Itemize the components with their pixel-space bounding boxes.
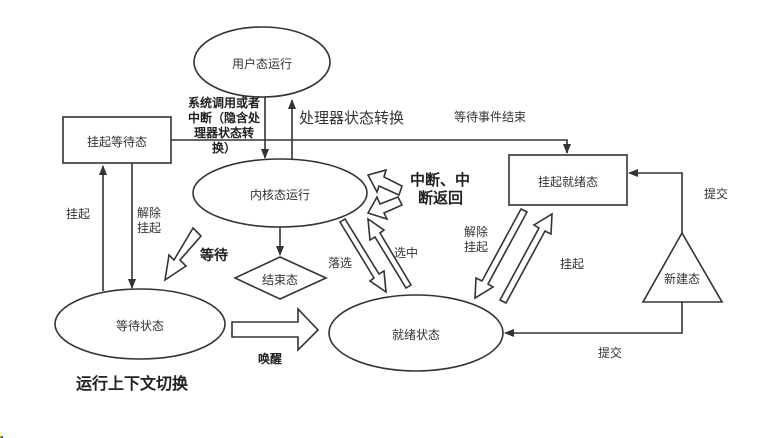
node-new — [641, 231, 724, 303]
edge-resume-left-label-line: 解除 — [137, 206, 162, 220]
node-user-mode — [193, 26, 331, 98]
edge-drop-arrow — [338, 217, 387, 294]
edge-interrupt-label-line: 断返回 — [418, 189, 464, 207]
edge-syscall-label-line: 理器状态转 — [193, 126, 254, 140]
edge-suspend-right-label: 挂起 — [560, 257, 585, 271]
edge-submit-top — [628, 169, 683, 233]
edge-wait-arrow — [163, 226, 203, 282]
edge-syscall-label-line: 中断（隐含处 — [187, 111, 260, 125]
diagram-title: 运行上下文切换 — [76, 374, 189, 393]
edge-wait-label: 等待 — [200, 248, 228, 264]
node-waiting — [54, 288, 226, 360]
node-suspended-ready — [508, 154, 628, 206]
edge-wakeup-label: 唤醒 — [258, 352, 283, 366]
node-suspended-ready-label: 挂起就绪态 — [537, 175, 598, 189]
edge-submit-bottom — [504, 302, 683, 337]
edge-suspend-left-label: 挂起 — [66, 207, 91, 221]
node-new-label: 新建态 — [663, 272, 700, 286]
edge-resume-right-arrow — [474, 207, 529, 300]
edge-submit-bottom-label: 提交 — [598, 346, 623, 360]
node-terminated-label: 结束态 — [261, 273, 298, 287]
node-waiting-label: 等待状态 — [115, 319, 164, 333]
node-kernel-mode-label: 内核态运行 — [249, 188, 310, 202]
edge-syscall-label: 系统调用或者 中断（隐含处 理器状态转 换） — [180, 96, 268, 156]
edge-resume-right-label: 解除 挂起 — [464, 225, 488, 255]
node-suspended-wait — [62, 116, 172, 164]
edge-resume-right-label-line: 挂起 — [464, 240, 489, 254]
edge-syscall-label-line: 换） — [211, 141, 236, 155]
edge-resume-left-label: 解除 挂起 — [137, 206, 161, 236]
edge-wait-event-end-label: 等待事件结束 — [454, 110, 527, 124]
node-suspended-wait-label: 挂起等待态 — [86, 135, 147, 149]
edge-syscall-label-line: 系统调用或者 — [187, 96, 260, 110]
node-terminated — [233, 256, 328, 300]
corner-artifact — [0, 436, 3, 438]
edge-processor-switch-label: 处理器状态转换 — [299, 109, 405, 127]
edge-resume-right-label-line: 解除 — [464, 225, 489, 239]
edge-interrupt-label-line: 中断、中 — [410, 171, 471, 189]
node-user-mode-label: 用户态运行 — [231, 57, 292, 71]
node-ready — [328, 294, 504, 372]
edge-drop-label: 落选 — [328, 256, 353, 270]
edge-interrupt-arrow-1 — [366, 168, 403, 197]
edge-interrupt-label: 中断、中 断返回 — [410, 171, 470, 207]
edge-resume-left-label-line: 挂起 — [137, 221, 162, 235]
edge-wakeup-arrow — [231, 307, 320, 352]
edge-interrupt-arrow-2 — [366, 195, 404, 221]
node-ready-label: 就绪状态 — [391, 328, 440, 342]
edge-select-label: 选中 — [394, 246, 419, 260]
edge-select-arrow — [367, 217, 413, 290]
edge-suspend-right-arrow — [498, 212, 553, 305]
edge-submit-top-label: 提交 — [704, 187, 729, 201]
edge-wait-event-end — [171, 139, 571, 154]
